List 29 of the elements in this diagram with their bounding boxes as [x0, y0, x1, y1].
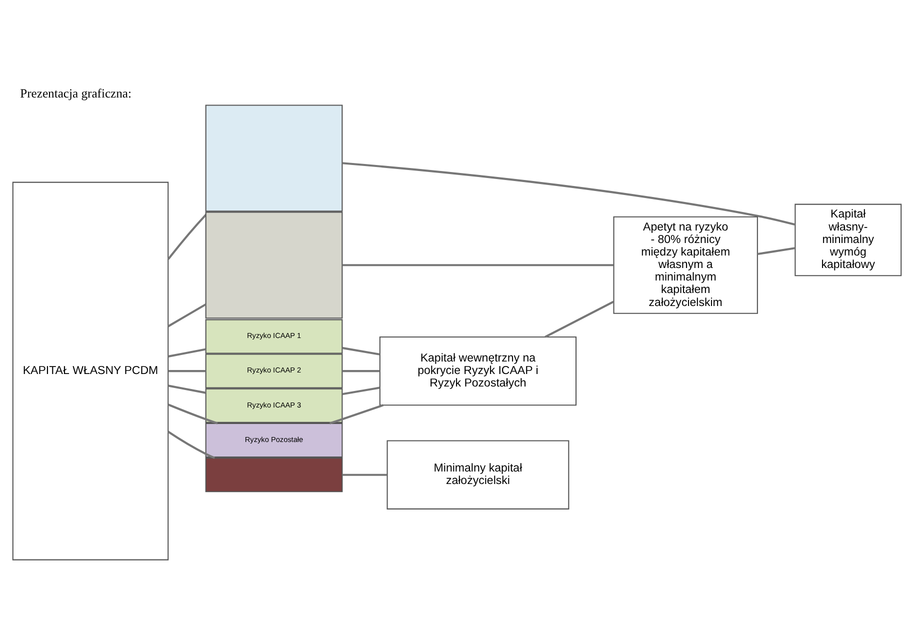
node-box: KAPITAŁ WŁASNY PCDM — [12, 182, 169, 560]
node-box — [205, 212, 343, 319]
node-box: Apetyt na ryzyko - 80% różnicy między kapitałem własnym a minimalnym kapitałem założycielskim — [613, 216, 758, 314]
connector — [342, 386, 380, 396]
node-box: Kapitał własny- minimalny wymóg kapitałowy — [794, 204, 902, 276]
connector — [342, 370, 380, 372]
node-box: Ryzyko ICAAP 1 — [205, 319, 343, 354]
node-box — [205, 104, 343, 212]
connector — [168, 348, 206, 358]
connector — [168, 384, 206, 394]
connector — [342, 474, 388, 476]
node-box: Minimalny kapitał założycielski — [386, 440, 570, 510]
node-box: Kapitał wewnętrzny na pokrycie Ryzyk ICAAP i Ryzyk Pozostałych — [379, 336, 577, 406]
node-box: Ryzyko ICAAP 3 — [205, 388, 343, 423]
connector — [757, 247, 796, 256]
node-box: Ryzyko ICAAP 2 — [205, 354, 343, 388]
connector — [342, 162, 796, 226]
connector — [168, 303, 206, 328]
connector — [168, 404, 218, 424]
connector — [342, 346, 380, 356]
connector — [342, 264, 614, 266]
node-box — [205, 458, 343, 492]
diagram-title: Prezentacja graficzna: — [20, 86, 132, 100]
connector — [168, 210, 210, 260]
connector — [329, 404, 384, 424]
connector — [168, 430, 216, 459]
connector — [168, 370, 206, 372]
connector — [544, 300, 614, 338]
node-box: Ryzyko Pozostałe — [205, 422, 343, 458]
